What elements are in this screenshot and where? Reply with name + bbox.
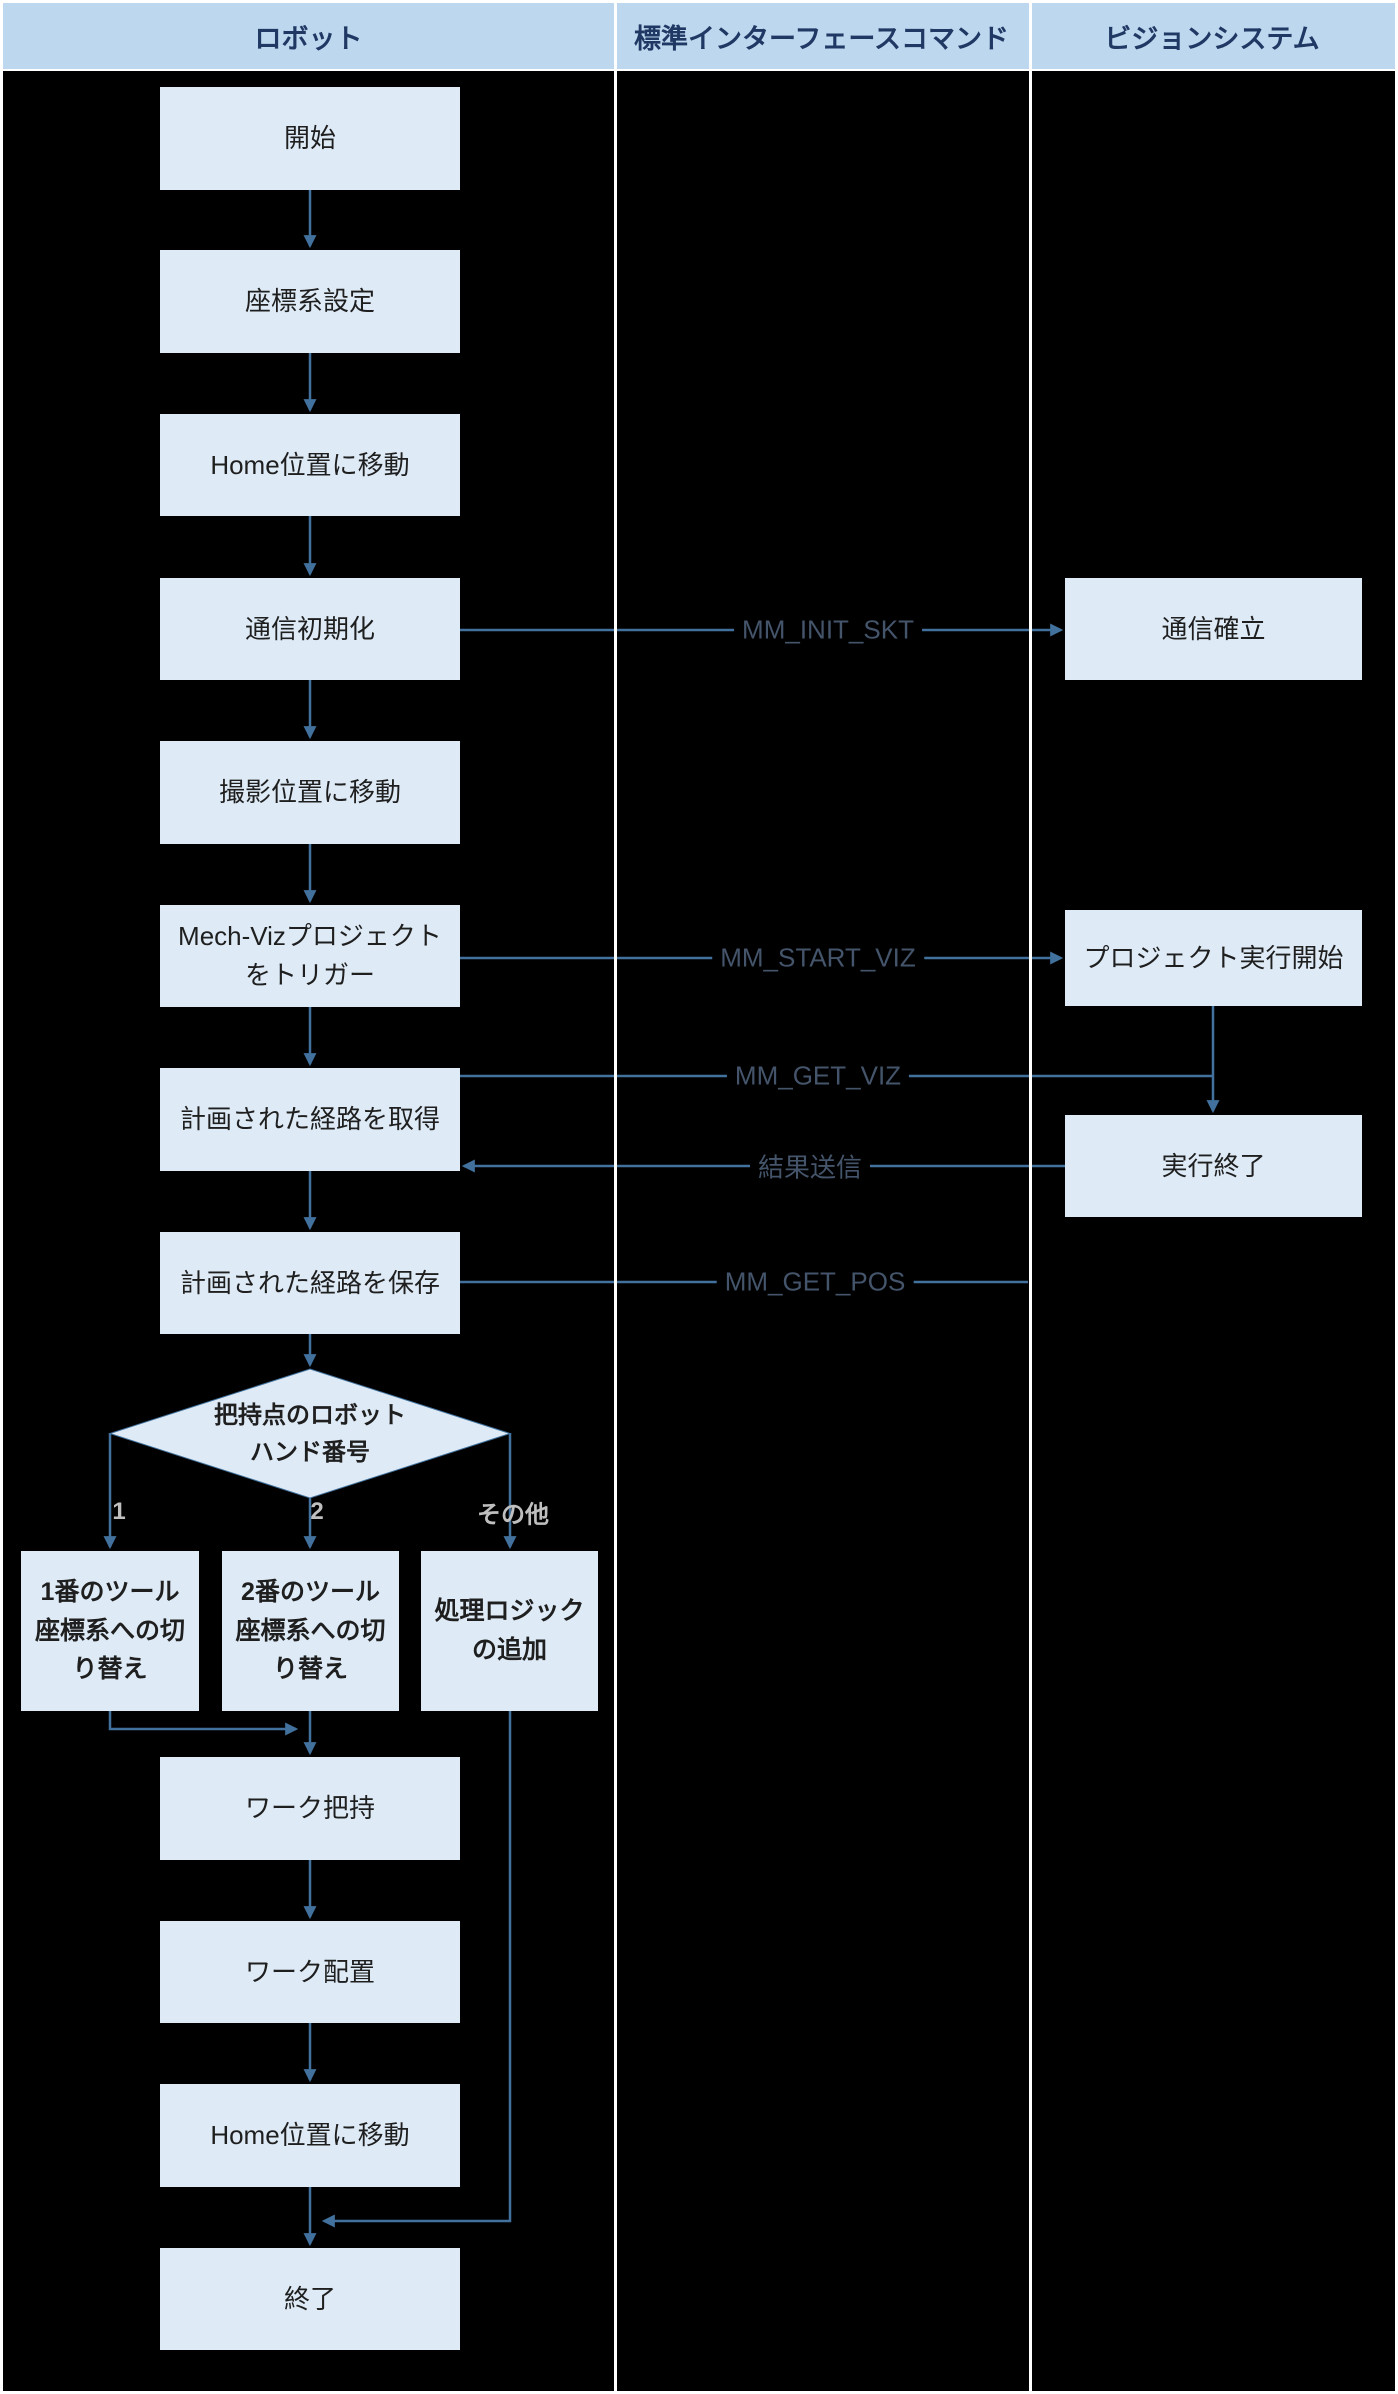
- node-switch-tool-1: 1番のツール座標系への切り替え: [21, 1551, 199, 1711]
- node-switch-tool-2-label: 2番のツール座標系への切り替え: [235, 1577, 386, 1684]
- lane-header-strip: [3, 3, 1395, 69]
- arrow-other-logic-merge: [321, 1711, 512, 2228]
- node-place-workpiece: ワーク配置: [160, 1921, 460, 2023]
- node-move-home-2-label: Home位置に移動: [210, 2120, 410, 2150]
- node-move-home-1-label: Home位置に移動: [210, 449, 410, 480]
- node-set-coordinate-label: 座標系設定: [244, 286, 375, 316]
- lane-header-robot: ロボット: [3, 3, 614, 69]
- node-trigger-mech-viz: Mech-Vizプロジェクトをトリガー: [160, 905, 460, 1007]
- command-label-mm-get-viz: MM_GET_VIZ: [726, 1060, 910, 1092]
- node-grasp-workpiece: ワーク把持: [160, 1757, 460, 1860]
- lane-divider-1: [614, 3, 617, 2391]
- branch-label-2: 2: [310, 1498, 324, 1525]
- header-bottom-line: [3, 69, 1395, 71]
- node-project-exec-start: プロジェクト実行開始: [1065, 910, 1362, 1006]
- lane-divider-2: [1029, 3, 1032, 2391]
- command-label-mm-init-skt: MM_INIT_SKT: [734, 614, 922, 646]
- node-comm-established: 通信確立: [1065, 578, 1362, 680]
- node-move-home-1: Home位置に移動: [160, 414, 460, 516]
- lane-header-robot-label: ロボット: [254, 23, 363, 54]
- node-get-planned-path-label: 計画された経路を取得: [179, 1104, 440, 1134]
- node-save-planned-path-label: 計画された経路を保存: [179, 1267, 440, 1298]
- node-move-home-2: Home位置に移動: [160, 2084, 460, 2187]
- node-grasp-workpiece-label: ワーク把持: [244, 1793, 375, 1823]
- node-start: 開始: [160, 87, 460, 190]
- node-comm-init: 通信初期化: [160, 578, 460, 680]
- node-project-exec-start-label: プロジェクト実行開始: [1083, 942, 1344, 973]
- branch-label-1: 1: [112, 1498, 126, 1525]
- node-comm-init-label: 通信初期化: [244, 613, 375, 644]
- node-comm-established-label: 通信確立: [1161, 613, 1266, 644]
- node-save-planned-path: 計画された経路を保存: [160, 1232, 460, 1334]
- arrow-tool1-merge: [108, 1711, 299, 1736]
- node-move-capture-pos-label: 撮影位置に移動: [218, 777, 401, 807]
- lane-header-interface-label: 標準インターフェースコマンド: [633, 23, 1010, 54]
- node-exec-end: 実行終了: [1065, 1115, 1362, 1217]
- node-trigger-mech-viz-label: Mech-Vizプロジェクトをトリガー: [178, 921, 442, 990]
- node-move-capture-pos: 撮影位置に移動: [160, 741, 460, 844]
- branch-label-other: その他: [477, 1501, 549, 1529]
- node-switch-tool-2: 2番のツール座標系への切り替え: [222, 1551, 399, 1711]
- node-switch-tool-1-label: 1番のツール座標系への切り替え: [34, 1577, 185, 1684]
- decision-line-2: ハンド番号: [250, 1439, 370, 1466]
- decision-line-1: 把持点のロボット: [214, 1401, 406, 1429]
- node-get-planned-path: 計画された経路を取得: [160, 1068, 460, 1171]
- decision-diamond-shape: [108, 1368, 512, 1499]
- node-add-processing-logic: 処理ロジックの追加: [421, 1551, 598, 1711]
- node-decision-hand-number: 把持点のロボット ハンド番号: [160, 1374, 460, 1494]
- lane-header-vision: ビジョンシステム: [1029, 3, 1395, 69]
- node-add-processing-logic-label: 処理ロジックの追加: [434, 1597, 585, 1664]
- lane-header-interface: 標準インターフェースコマンド: [614, 3, 1029, 69]
- node-place-workpiece-label: ワーク配置: [244, 1956, 375, 1987]
- command-label-mm-start-viz: MM_START_VIZ: [712, 942, 924, 974]
- command-label-mm-get-pos: MM_GET_POS: [716, 1266, 914, 1298]
- node-exec-end-label: 実行終了: [1161, 1150, 1266, 1181]
- lane-header-vision-label: ビジョンシステム: [1104, 23, 1320, 54]
- command-label-result-send: 結果送信: [749, 1147, 871, 1185]
- node-set-coordinate: 座標系設定: [160, 250, 460, 353]
- node-end: 終了: [160, 2248, 460, 2350]
- node-end-label: 終了: [283, 2283, 336, 2314]
- node-start-label: 開始: [283, 123, 336, 153]
